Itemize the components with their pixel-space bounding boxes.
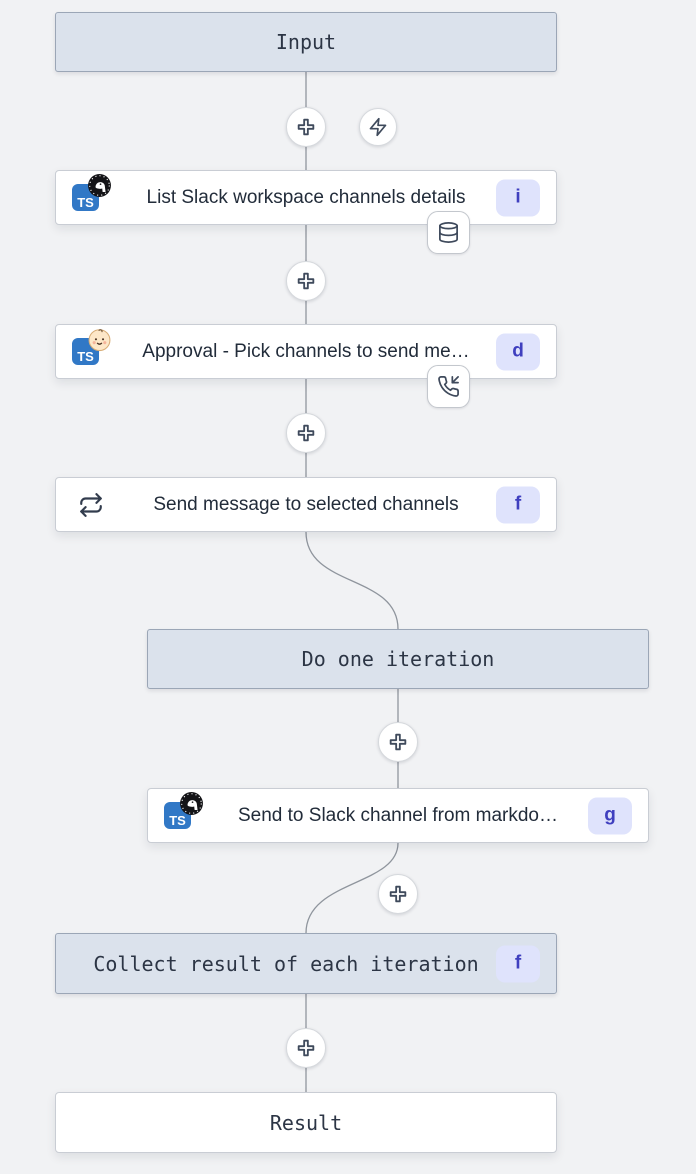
- add-step-button[interactable]: [378, 722, 418, 762]
- plus-icon: [297, 118, 315, 136]
- step-label: Send message to selected channels: [153, 493, 459, 515]
- edge-loop-to-iteration: [305, 531, 399, 630]
- node-do-one-iteration[interactable]: Do one iteration: [147, 629, 649, 689]
- step-id-badge: g: [588, 797, 632, 834]
- deno-logo-icon: [88, 173, 111, 197]
- node-result-label: Result: [269, 1110, 343, 1135]
- node-input-label: Input: [275, 30, 337, 54]
- baby-face-icon: [88, 328, 111, 351]
- database-icon: [439, 222, 458, 243]
- add-step-button[interactable]: [286, 413, 326, 453]
- step-id-badge: d: [496, 333, 540, 370]
- node-send-to-slack-channel[interactable]: TS Send to Slack channel from markdo… g: [147, 788, 649, 843]
- node-input[interactable]: Input: [55, 12, 557, 72]
- ts-label: TS: [77, 348, 94, 364]
- add-step-button[interactable]: [286, 261, 326, 301]
- step-label: Send to Slack channel from markdo…: [238, 804, 558, 826]
- add-step-button[interactable]: [286, 107, 326, 147]
- plus-icon: [389, 885, 407, 903]
- deno-logo-icon: [180, 791, 203, 815]
- node-collect-label: Collect result of each iteration: [93, 951, 479, 976]
- plus-icon: [389, 733, 407, 751]
- node-list-slack-channels[interactable]: TS List Slack workspace channels details…: [55, 170, 557, 225]
- phone-badge[interactable]: [427, 365, 470, 408]
- zap-icon: [369, 117, 387, 137]
- database-badge[interactable]: [427, 211, 470, 254]
- node-forloop-send-message[interactable]: Send message to selected channels f: [55, 477, 557, 532]
- step-id-badge: i: [496, 179, 540, 216]
- repeat-icon: [80, 492, 102, 517]
- node-iteration-label: Do one iteration: [301, 647, 495, 671]
- add-step-button[interactable]: [286, 1028, 326, 1068]
- node-collect-result[interactable]: Collect result of each iteration f: [55, 933, 557, 994]
- ts-label: TS: [169, 812, 186, 828]
- step-label: Approval - Pick channels to send me…: [142, 340, 470, 362]
- phone-incoming-icon: [438, 376, 459, 397]
- step-id-badge: f: [496, 486, 540, 523]
- ts-label: TS: [77, 194, 94, 210]
- step-label: List Slack workspace channels details: [146, 186, 466, 208]
- step-id-badge: f: [496, 945, 540, 982]
- trigger-button[interactable]: [359, 108, 397, 146]
- plus-icon: [297, 424, 315, 442]
- node-result[interactable]: Result: [55, 1092, 557, 1153]
- plus-icon: [297, 272, 315, 290]
- typescript-lang-icon: TS: [72, 337, 99, 365]
- add-step-button[interactable]: [378, 874, 418, 914]
- node-approval-pick-channels[interactable]: TS Approval - Pick channels to send me… …: [55, 324, 557, 379]
- edge-send-to-collect: [305, 842, 399, 934]
- plus-icon: [297, 1039, 315, 1057]
